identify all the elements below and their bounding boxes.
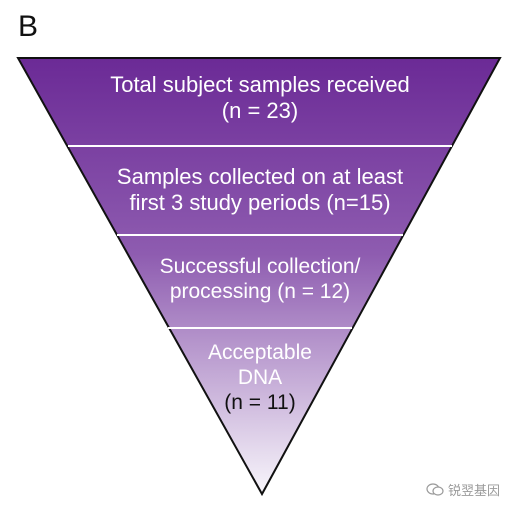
level-4-line-3: (n = 11) (224, 391, 296, 415)
level-2-line-1: Samples collected on at least (116, 164, 404, 189)
level-3-label: Successful collection/ processing (n = 1… (110, 254, 410, 304)
level-1-label: Total subject samples received (n = 23) (60, 72, 460, 125)
level-3-line-2: processing (n = 12) (169, 280, 351, 304)
level-4-label: Acceptable DNA (n = 11) (160, 340, 360, 416)
chat-bubble-icon (426, 482, 444, 496)
level-4-line-1: Acceptable (208, 341, 312, 364)
watermark: 锐翌基因 (426, 480, 500, 499)
level-3-line-1: Successful collection/ (159, 255, 361, 278)
level-1-line-1: Total subject samples received (110, 72, 410, 97)
level-2-line-2: first 3 study periods (n=15) (129, 190, 391, 216)
funnel-triangle (16, 57, 502, 497)
level-1-line-2: (n = 23) (221, 98, 299, 124)
level-2-label: Samples collected on at least first 3 st… (60, 164, 460, 217)
level-4-line-2: DNA (237, 366, 283, 390)
watermark-text: 锐翌基因 (448, 483, 501, 498)
panel-label: B (18, 10, 39, 43)
